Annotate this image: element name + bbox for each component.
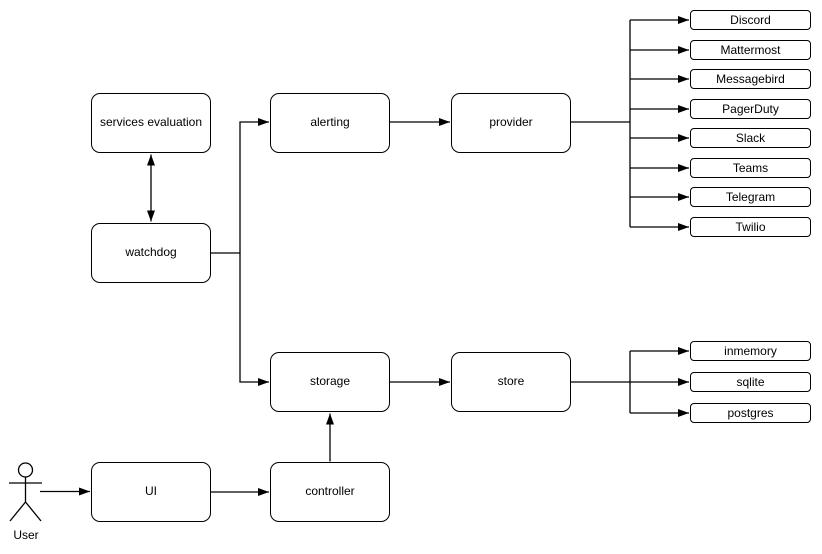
node-storage: storage xyxy=(270,352,390,412)
node-provider-discord: Discord xyxy=(690,10,811,30)
node-provider-slack: Slack xyxy=(690,128,811,148)
node-provider-telegram: Telegram xyxy=(690,187,811,207)
node-watchdog: watchdog xyxy=(91,223,211,283)
node-provider-teams: Teams xyxy=(690,158,811,178)
user-actor-icon xyxy=(9,462,42,522)
edge-provider-trunk xyxy=(571,20,631,227)
node-ui: UI xyxy=(91,462,211,522)
node-services-evaluation: services evaluation xyxy=(91,93,211,153)
node-provider-mattermost: Mattermost xyxy=(690,40,811,60)
edge-watchdog-alerting xyxy=(211,118,269,254)
node-store-inmemory: inmemory xyxy=(690,341,811,361)
node-store: store xyxy=(451,352,571,412)
node-alerting: alerting xyxy=(270,93,390,153)
node-provider-messagebird: Messagebird xyxy=(690,69,811,89)
user-actor-label: User xyxy=(13,528,39,542)
node-provider-pagerduty: PagerDuty xyxy=(690,99,811,119)
node-store-sqlite: sqlite xyxy=(690,372,811,392)
node-controller: controller xyxy=(270,462,390,522)
edge-watchdog-storage xyxy=(239,253,269,386)
edge-store-trunk xyxy=(571,351,631,413)
node-store-postgres: postgres xyxy=(690,403,811,423)
node-provider: provider xyxy=(451,93,571,153)
node-provider-twilio: Twilio xyxy=(690,217,811,237)
